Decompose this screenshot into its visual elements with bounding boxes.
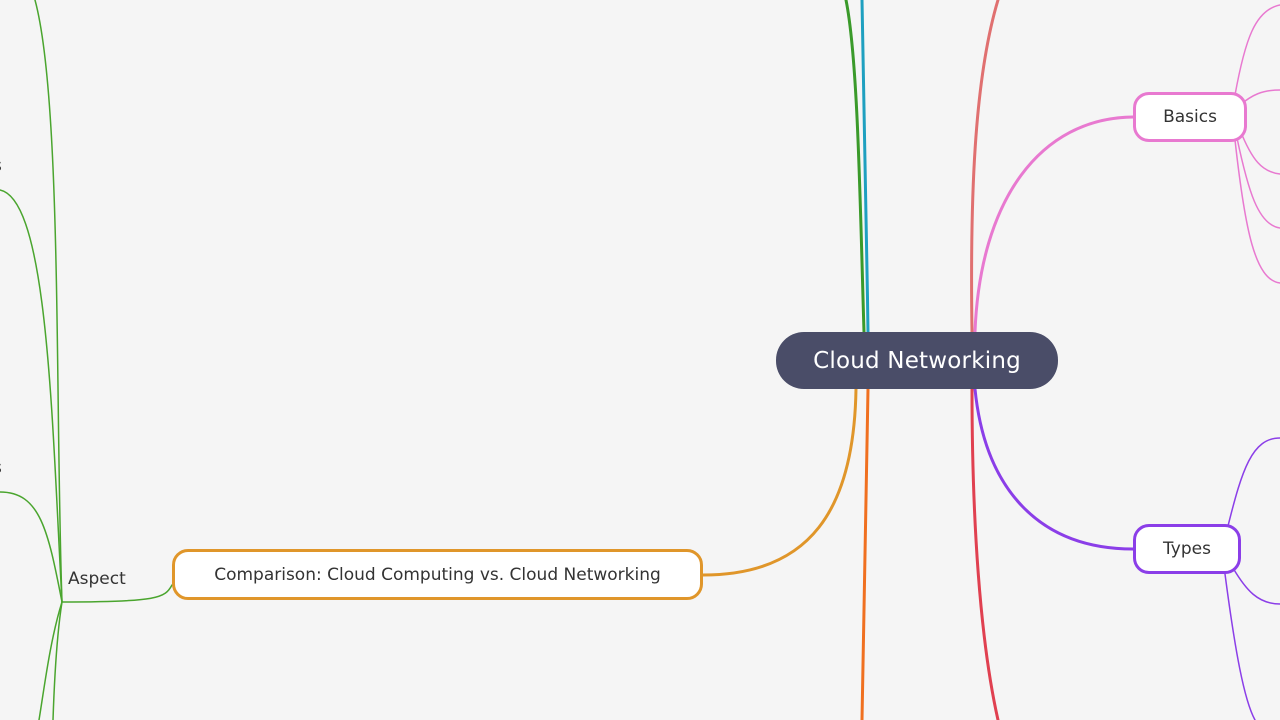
connector-offscreen-salmon bbox=[970, 0, 1000, 334]
root-node-label: Cloud Networking bbox=[813, 347, 1021, 374]
connector-aspect-child-3 bbox=[0, 491, 63, 603]
truncated-label-top: s bbox=[0, 156, 2, 176]
connector-aspect-child-1 bbox=[34, 0, 63, 603]
connector-basics-child-1 bbox=[1234, 4, 1280, 96]
connector-offscreen-teal bbox=[860, 0, 870, 334]
connector-aspect-child-2 bbox=[0, 189, 63, 603]
connector-types-child-3 bbox=[1224, 573, 1256, 720]
branch-node-basics[interactable]: Basics bbox=[1133, 92, 1247, 142]
connector-basics bbox=[973, 115, 1135, 334]
connector-basics-child-4 bbox=[1236, 137, 1280, 229]
connector-types-child-2 bbox=[1232, 567, 1280, 605]
connector-offscreen-green bbox=[844, 0, 866, 334]
connector-comparison bbox=[701, 387, 858, 577]
connector-basics-child-3 bbox=[1239, 129, 1280, 175]
connector-types-child-1 bbox=[1227, 437, 1280, 527]
root-node-cloud-networking[interactable]: Cloud Networking bbox=[776, 332, 1058, 389]
connector-aspect-child-5 bbox=[38, 601, 63, 720]
connector-aspect bbox=[61, 584, 173, 603]
branch-node-basics-label: Basics bbox=[1163, 107, 1217, 127]
branch-node-types[interactable]: Types bbox=[1133, 524, 1241, 574]
branch-node-comparison-label: Comparison: Cloud Computing vs. Cloud Ne… bbox=[214, 564, 661, 585]
branch-node-comparison[interactable]: Comparison: Cloud Computing vs. Cloud Ne… bbox=[172, 549, 703, 600]
truncated-label-middle: s bbox=[0, 458, 2, 478]
connector-types bbox=[973, 387, 1135, 551]
connector-basics-child-5 bbox=[1234, 139, 1280, 284]
connector-offscreen-orange bbox=[860, 387, 870, 720]
subtopic-node-aspect[interactable]: Aspect bbox=[68, 569, 126, 589]
connector-aspect-child-4 bbox=[52, 601, 63, 720]
branch-node-types-label: Types bbox=[1163, 539, 1211, 559]
connector-offscreen-red bbox=[970, 387, 1000, 720]
